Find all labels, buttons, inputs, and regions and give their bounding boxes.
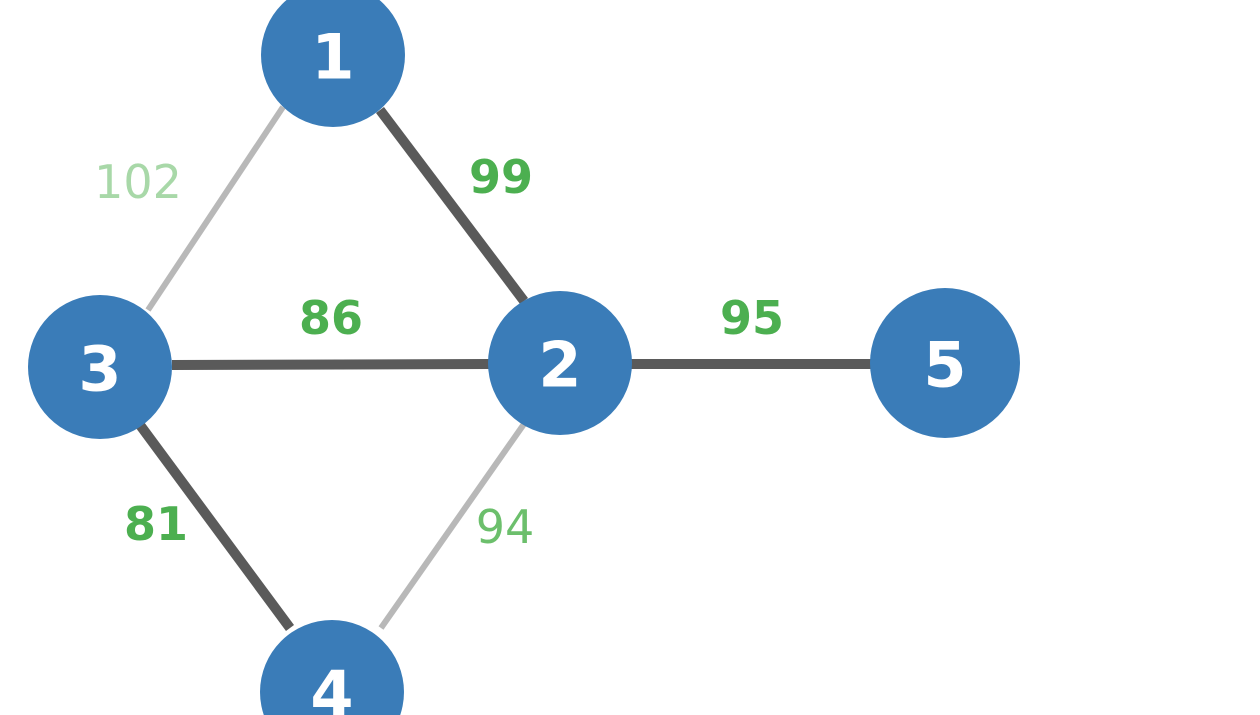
node-label: 4 bbox=[310, 658, 353, 715]
edge-weight-label: 86 bbox=[299, 291, 363, 345]
edge-weight-label: 102 bbox=[94, 155, 182, 209]
node-circle[interactable] bbox=[488, 291, 632, 435]
node-circle[interactable] bbox=[261, 0, 405, 127]
edge-weight-label: 95 bbox=[720, 291, 784, 345]
node-circle[interactable] bbox=[28, 295, 172, 439]
graph-edge[interactable] bbox=[135, 422, 295, 631]
graph-edge[interactable] bbox=[145, 105, 286, 312]
node-circle[interactable] bbox=[260, 620, 404, 715]
graph-edge[interactable] bbox=[378, 422, 527, 630]
graph-node[interactable]: 2 bbox=[488, 291, 632, 435]
edges-layer bbox=[135, 105, 873, 631]
node-label: 5 bbox=[923, 329, 966, 402]
node-label: 2 bbox=[538, 329, 581, 402]
edge-weight-label: 81 bbox=[124, 497, 188, 551]
edge-labels-layer: 102 99 86 95 81 94 bbox=[94, 150, 784, 554]
graph-node[interactable]: 4 bbox=[260, 620, 404, 715]
graph-node[interactable]: 5 bbox=[870, 288, 1020, 438]
node-label: 1 bbox=[311, 21, 354, 94]
graph-node[interactable]: 1 bbox=[261, 0, 405, 127]
edge-weight-label: 99 bbox=[469, 150, 533, 204]
graph-edge[interactable] bbox=[376, 106, 528, 305]
nodes-layer: 1 2 3 4 5 bbox=[28, 0, 1020, 715]
graph-edge[interactable] bbox=[171, 359, 490, 370]
graph-node[interactable]: 3 bbox=[28, 295, 172, 439]
edge-weight-label: 94 bbox=[476, 500, 535, 554]
node-label: 3 bbox=[78, 333, 121, 406]
node-circle[interactable] bbox=[870, 288, 1020, 438]
